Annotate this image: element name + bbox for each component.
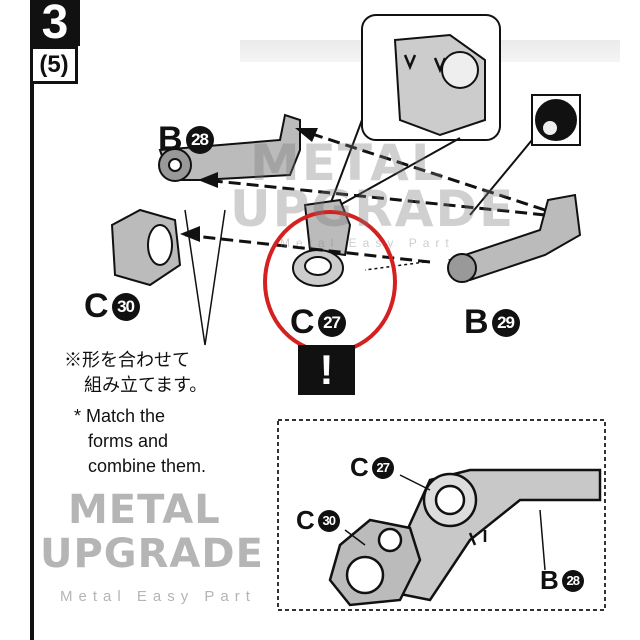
watermark-bottom-tagline: Metal Easy Part	[60, 588, 256, 605]
step-number: 3	[30, 0, 80, 47]
part-number-badge: 28	[185, 125, 214, 154]
note-english: * Match the forms and combine them.	[74, 404, 206, 479]
step-sub-number: (5)	[30, 46, 78, 84]
note-en-line: * Match the	[74, 406, 166, 426]
part-number-badge: 28	[561, 569, 584, 592]
watermark-line: METAL	[68, 487, 221, 533]
watermark-top: METAL UPGRADE	[230, 134, 516, 238]
part-letter: C	[350, 452, 369, 482]
note-jp-line: ※形を合わせて	[64, 350, 190, 370]
warning-icon: !	[298, 345, 355, 395]
part-number-badge: 27	[317, 308, 346, 337]
hole-detail-box	[469, 94, 581, 216]
part-c30	[110, 208, 182, 287]
detail-illustration	[328, 468, 602, 607]
note-japanese: ※形を合わせて 組み立てます。	[64, 348, 207, 398]
step-divider-line	[30, 84, 34, 640]
part-letter: B	[464, 303, 489, 341]
note-en-line: forms and	[88, 431, 169, 451]
part-b28-arm	[158, 113, 301, 182]
watermark-top-tagline: Metal Easy Part	[280, 236, 455, 250]
callout-inset	[329, 14, 501, 206]
part-number-badge: 30	[317, 509, 340, 532]
part-b29-arm	[447, 193, 582, 283]
part-letter: C	[296, 505, 315, 535]
watermark-line: METAL	[250, 134, 445, 192]
arrow-heads	[180, 128, 318, 242]
part-number-badge: 27	[371, 456, 394, 479]
part-letter: B	[540, 565, 559, 595]
note-en-line: combine them.	[88, 456, 207, 476]
part-number-badge: 30	[111, 292, 140, 321]
watermark-line: UPGRADE	[230, 180, 516, 238]
note-jp-line: 組み立てます。	[84, 375, 208, 395]
watermark-bottom: METAL UPGRADE	[40, 488, 264, 576]
part-number-badge: 29	[491, 308, 520, 337]
detail-box	[277, 419, 606, 611]
part-letter: C	[290, 303, 315, 341]
watermark-line: UPGRADE	[40, 531, 264, 577]
part-letter: C	[84, 287, 109, 325]
part-letter: B	[158, 120, 183, 158]
